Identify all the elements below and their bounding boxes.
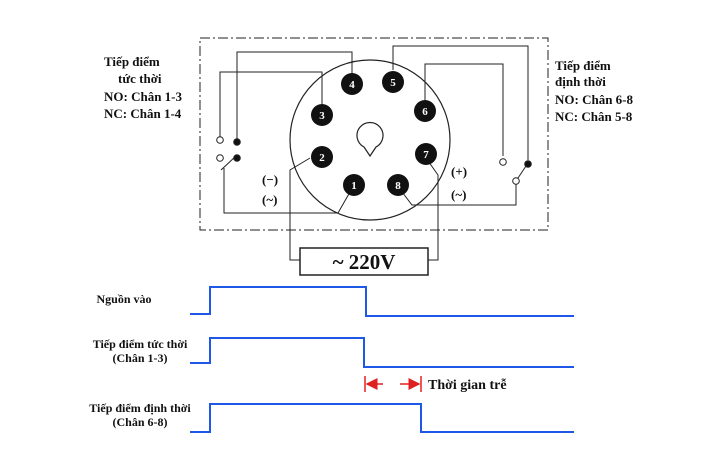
timing-row-2-sublabel: (Chân 1-3) bbox=[112, 351, 167, 365]
waveform-instant-contact bbox=[190, 337, 574, 368]
timing-row-1-label: Nguồn vào bbox=[96, 292, 151, 306]
pin-8: 8 bbox=[387, 174, 409, 196]
left-contact-title-2: tức thời bbox=[118, 71, 162, 86]
supply-box bbox=[299, 247, 429, 276]
waveform-timed-contact bbox=[190, 403, 574, 433]
right-contact-common bbox=[512, 177, 520, 185]
polarity-minus: (−) bbox=[262, 172, 278, 187]
pin-1-label: 1 bbox=[351, 180, 357, 192]
wire-pin5-nc bbox=[392, 45, 529, 160]
wire-pin2-supply bbox=[289, 157, 311, 261]
pin-7-label: 7 bbox=[423, 149, 429, 161]
timing-row-3-label: Tiếp điểm định thời bbox=[89, 401, 191, 415]
right-contact-no: NO: Chân 6-8 bbox=[555, 92, 634, 107]
wire-left-common-down bbox=[223, 168, 355, 214]
pin-1: 1 bbox=[343, 174, 365, 196]
right-contact-nc: NC: Chân 5-8 bbox=[555, 109, 633, 124]
waveform-power-input bbox=[190, 286, 574, 317]
pin-3-label: 3 bbox=[319, 110, 325, 122]
pin-7: 7 bbox=[415, 143, 437, 165]
pin-8-label: 8 bbox=[395, 180, 401, 192]
wire-pin7-supply bbox=[425, 157, 439, 261]
wire-pin3-no bbox=[219, 71, 323, 138]
wire-pin6-no bbox=[424, 63, 504, 156]
polarity-ac-left: (~) bbox=[262, 192, 277, 207]
supply-label: ~ 220V bbox=[333, 250, 396, 274]
left-contact-no-open-2 bbox=[216, 154, 224, 162]
wire-pin4-nc bbox=[236, 51, 353, 140]
timing-row-2-label: Tiếp điểm tức thời bbox=[93, 337, 188, 351]
left-contact-nc: NC: Chân 1-4 bbox=[104, 106, 182, 121]
pin-3: 3 bbox=[311, 104, 333, 126]
polarity-ac-right: (~) bbox=[451, 187, 466, 202]
relay-housing-outline bbox=[199, 37, 549, 231]
right-contact-title-2: định thời bbox=[555, 74, 606, 89]
pin-2-label: 2 bbox=[319, 152, 325, 164]
right-contact-title-1: Tiếp điểm bbox=[555, 58, 611, 73]
pin-6: 6 bbox=[414, 100, 436, 122]
timing-row-3-sublabel: (Chân 6-8) bbox=[112, 415, 167, 429]
pin-5: 5 bbox=[382, 71, 404, 93]
wire-right-common-down bbox=[398, 184, 517, 206]
pin-4: 4 bbox=[341, 73, 363, 95]
polarity-plus: (+) bbox=[451, 164, 467, 179]
relay-socket bbox=[289, 59, 451, 221]
left-contact-no: NO: Chân 1-3 bbox=[104, 89, 183, 104]
right-contact-nc-closed bbox=[524, 160, 532, 168]
left-contact-title-1: Tiếp điểm bbox=[104, 54, 160, 69]
right-contact-no-open bbox=[499, 158, 507, 166]
pin-2: 2 bbox=[311, 146, 333, 168]
pin-5-label: 5 bbox=[390, 77, 396, 89]
pin-4-label: 4 bbox=[349, 79, 355, 91]
left-contact-nc-closed bbox=[233, 138, 241, 146]
socket-key-notch bbox=[356, 121, 384, 158]
left-contact-nc-closed-2 bbox=[233, 154, 241, 162]
delay-label: Thời gian trễ bbox=[428, 377, 507, 393]
pin-6-label: 6 bbox=[422, 106, 428, 118]
left-contact-no-open bbox=[216, 136, 224, 144]
